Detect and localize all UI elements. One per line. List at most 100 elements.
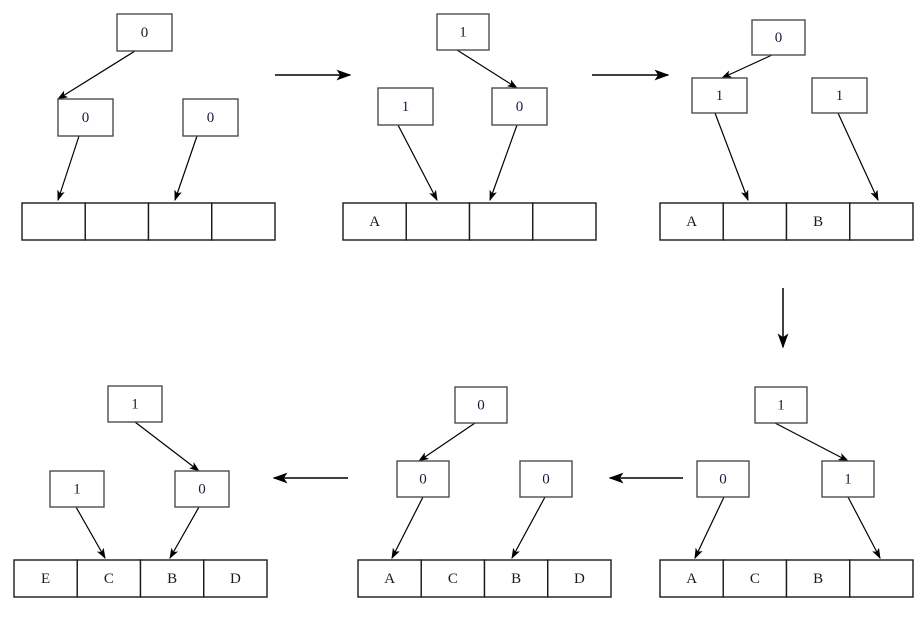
bucket-cell[interactable]: B	[785, 559, 851, 598]
pointer-arrow	[134, 421, 200, 472]
bucket-cell[interactable]: A	[342, 202, 407, 241]
node-box[interactable]: 1	[107, 385, 163, 423]
node-box[interactable]: 1	[821, 460, 875, 498]
node-box-rect	[811, 77, 868, 114]
node-bit-label: 0	[477, 397, 485, 413]
node-box[interactable]: 1	[377, 87, 434, 126]
pointer-arrow	[57, 135, 80, 202]
panel-bottom-left: 1 1 0E C B D	[13, 385, 268, 598]
bucket-cell[interactable]: C	[722, 559, 788, 598]
bucket-cell-rect	[357, 559, 422, 598]
bucket-cell-rect	[659, 559, 724, 598]
node-box[interactable]: 1	[436, 13, 490, 51]
node-box[interactable]: 0	[57, 98, 114, 137]
node-box-rect	[751, 19, 806, 56]
pointer-arrow	[418, 422, 476, 462]
bucket-cell[interactable]: E	[13, 559, 78, 598]
bucket-cell[interactable]: A	[659, 559, 724, 598]
bucket-cell-rect	[849, 202, 914, 241]
bucket-cell[interactable]	[849, 202, 914, 241]
node-box[interactable]: 1	[691, 77, 748, 114]
bucket-cell[interactable]	[84, 202, 150, 241]
bucket-cell-rect	[532, 202, 597, 241]
node-box[interactable]: 1	[754, 386, 808, 424]
bucket-cell[interactable]	[468, 202, 534, 241]
node-bit-label: 1	[131, 396, 139, 412]
bucket-cell-rect	[342, 202, 407, 241]
bucket-cell-rect	[849, 559, 914, 598]
pointer-arrow	[714, 112, 749, 202]
node-bit-label: 0	[82, 110, 90, 126]
node-box[interactable]: 0	[396, 460, 450, 498]
pointer-arrow	[847, 496, 881, 560]
node-bit-label: 1	[73, 481, 81, 497]
bucket-array: A	[342, 202, 597, 241]
bucket-cell-rect	[468, 202, 534, 241]
bucket-cell-rect	[547, 559, 612, 598]
pointer-arrow	[456, 49, 519, 89]
node-box-rect	[49, 470, 105, 508]
node-box[interactable]: 0	[182, 98, 239, 137]
bucket-cell[interactable]	[532, 202, 597, 241]
node-box[interactable]: 0	[519, 460, 573, 498]
panel-top-middle: 1 1 0A	[342, 13, 597, 241]
node-box[interactable]: 0	[751, 19, 806, 56]
bucket-cell-label: A	[686, 214, 697, 230]
node-bit-label: 0	[542, 471, 550, 487]
node-box-rect	[182, 98, 239, 137]
bucket-cell[interactable]	[849, 559, 914, 598]
pointer-arrow	[837, 112, 879, 202]
bucket-cell-rect	[785, 202, 851, 241]
bucket-cell[interactable]: C	[76, 559, 142, 598]
bucket-array	[21, 202, 276, 241]
node-bit-label: 0	[207, 110, 215, 126]
bucket-cell[interactable]: C	[420, 559, 486, 598]
node-box[interactable]: 0	[491, 87, 548, 126]
bucket-cell-label: B	[813, 571, 823, 587]
bucket-cell-rect	[405, 202, 471, 241]
bucket-cell[interactable]	[147, 202, 213, 241]
node-box-rect	[696, 460, 750, 498]
bucket-cell[interactable]	[21, 202, 86, 241]
bucket-cell-rect	[203, 559, 268, 598]
bucket-cell[interactable]: D	[547, 559, 612, 598]
node-box-rect	[491, 87, 548, 126]
pointer-arrow	[720, 54, 773, 79]
bucket-cell[interactable]: B	[483, 559, 549, 598]
bucket-cell[interactable]	[211, 202, 276, 241]
bucket-cell-label: B	[813, 214, 823, 230]
bucket-cell[interactable]: D	[203, 559, 268, 598]
pointer-arrow	[489, 124, 518, 202]
node-bit-label: 1	[459, 24, 467, 40]
pointer-arrow	[56, 50, 136, 100]
pointer-arrow	[511, 496, 546, 560]
bucket-cell[interactable]	[722, 202, 788, 241]
node-bit-label: 0	[775, 30, 783, 46]
bucket-cell[interactable]: A	[357, 559, 422, 598]
bucket-cell[interactable]: A	[659, 202, 724, 241]
bucket-cell-label: C	[448, 571, 458, 587]
bucket-cell[interactable]: B	[139, 559, 205, 598]
node-bit-label: 1	[716, 88, 724, 104]
node-box-rect	[754, 386, 808, 424]
flow-arrows-layer	[272, 69, 789, 484]
bucket-cell[interactable]: B	[785, 202, 851, 241]
node-box-rect	[821, 460, 875, 498]
node-box[interactable]: 0	[454, 386, 508, 424]
bucket-cell[interactable]	[405, 202, 471, 241]
node-box[interactable]: 1	[49, 470, 105, 508]
node-box[interactable]: 0	[116, 13, 173, 52]
bucket-cell-rect	[13, 559, 78, 598]
bucket-cell-label: E	[41, 571, 50, 587]
node-box-rect	[174, 470, 230, 508]
node-box[interactable]: 0	[696, 460, 750, 498]
node-bit-label: 1	[844, 471, 852, 487]
node-box[interactable]: 1	[811, 77, 868, 114]
bucket-cell-label: B	[167, 571, 177, 587]
node-box[interactable]: 0	[174, 470, 230, 508]
